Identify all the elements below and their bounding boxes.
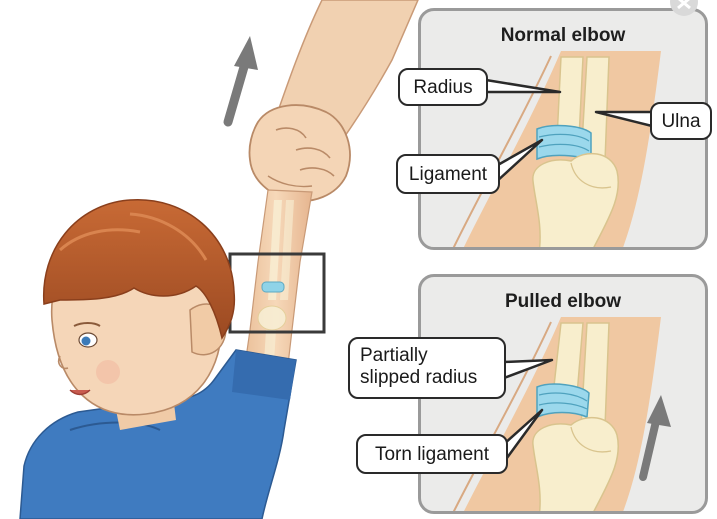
ulna-label: Ulna bbox=[650, 102, 712, 140]
partially-slipped-radius-line2: slipped radius bbox=[360, 367, 496, 389]
adult-arm bbox=[249, 0, 418, 201]
pulled-elbow-title: Pulled elbow bbox=[421, 291, 705, 313]
child-figure bbox=[20, 200, 296, 519]
partially-slipped-radius-line1: Partially bbox=[360, 345, 496, 367]
close-icon[interactable] bbox=[669, 0, 699, 18]
normal-elbow-title: Normal elbow bbox=[421, 25, 705, 47]
pull-direction-arrow bbox=[228, 36, 258, 122]
radius-label: Radius bbox=[398, 68, 488, 106]
partially-slipped-radius-label: Partially slipped radius bbox=[348, 337, 506, 399]
torn-ligament-label: Torn ligament bbox=[356, 434, 508, 474]
ligament-label: Ligament bbox=[396, 154, 500, 194]
